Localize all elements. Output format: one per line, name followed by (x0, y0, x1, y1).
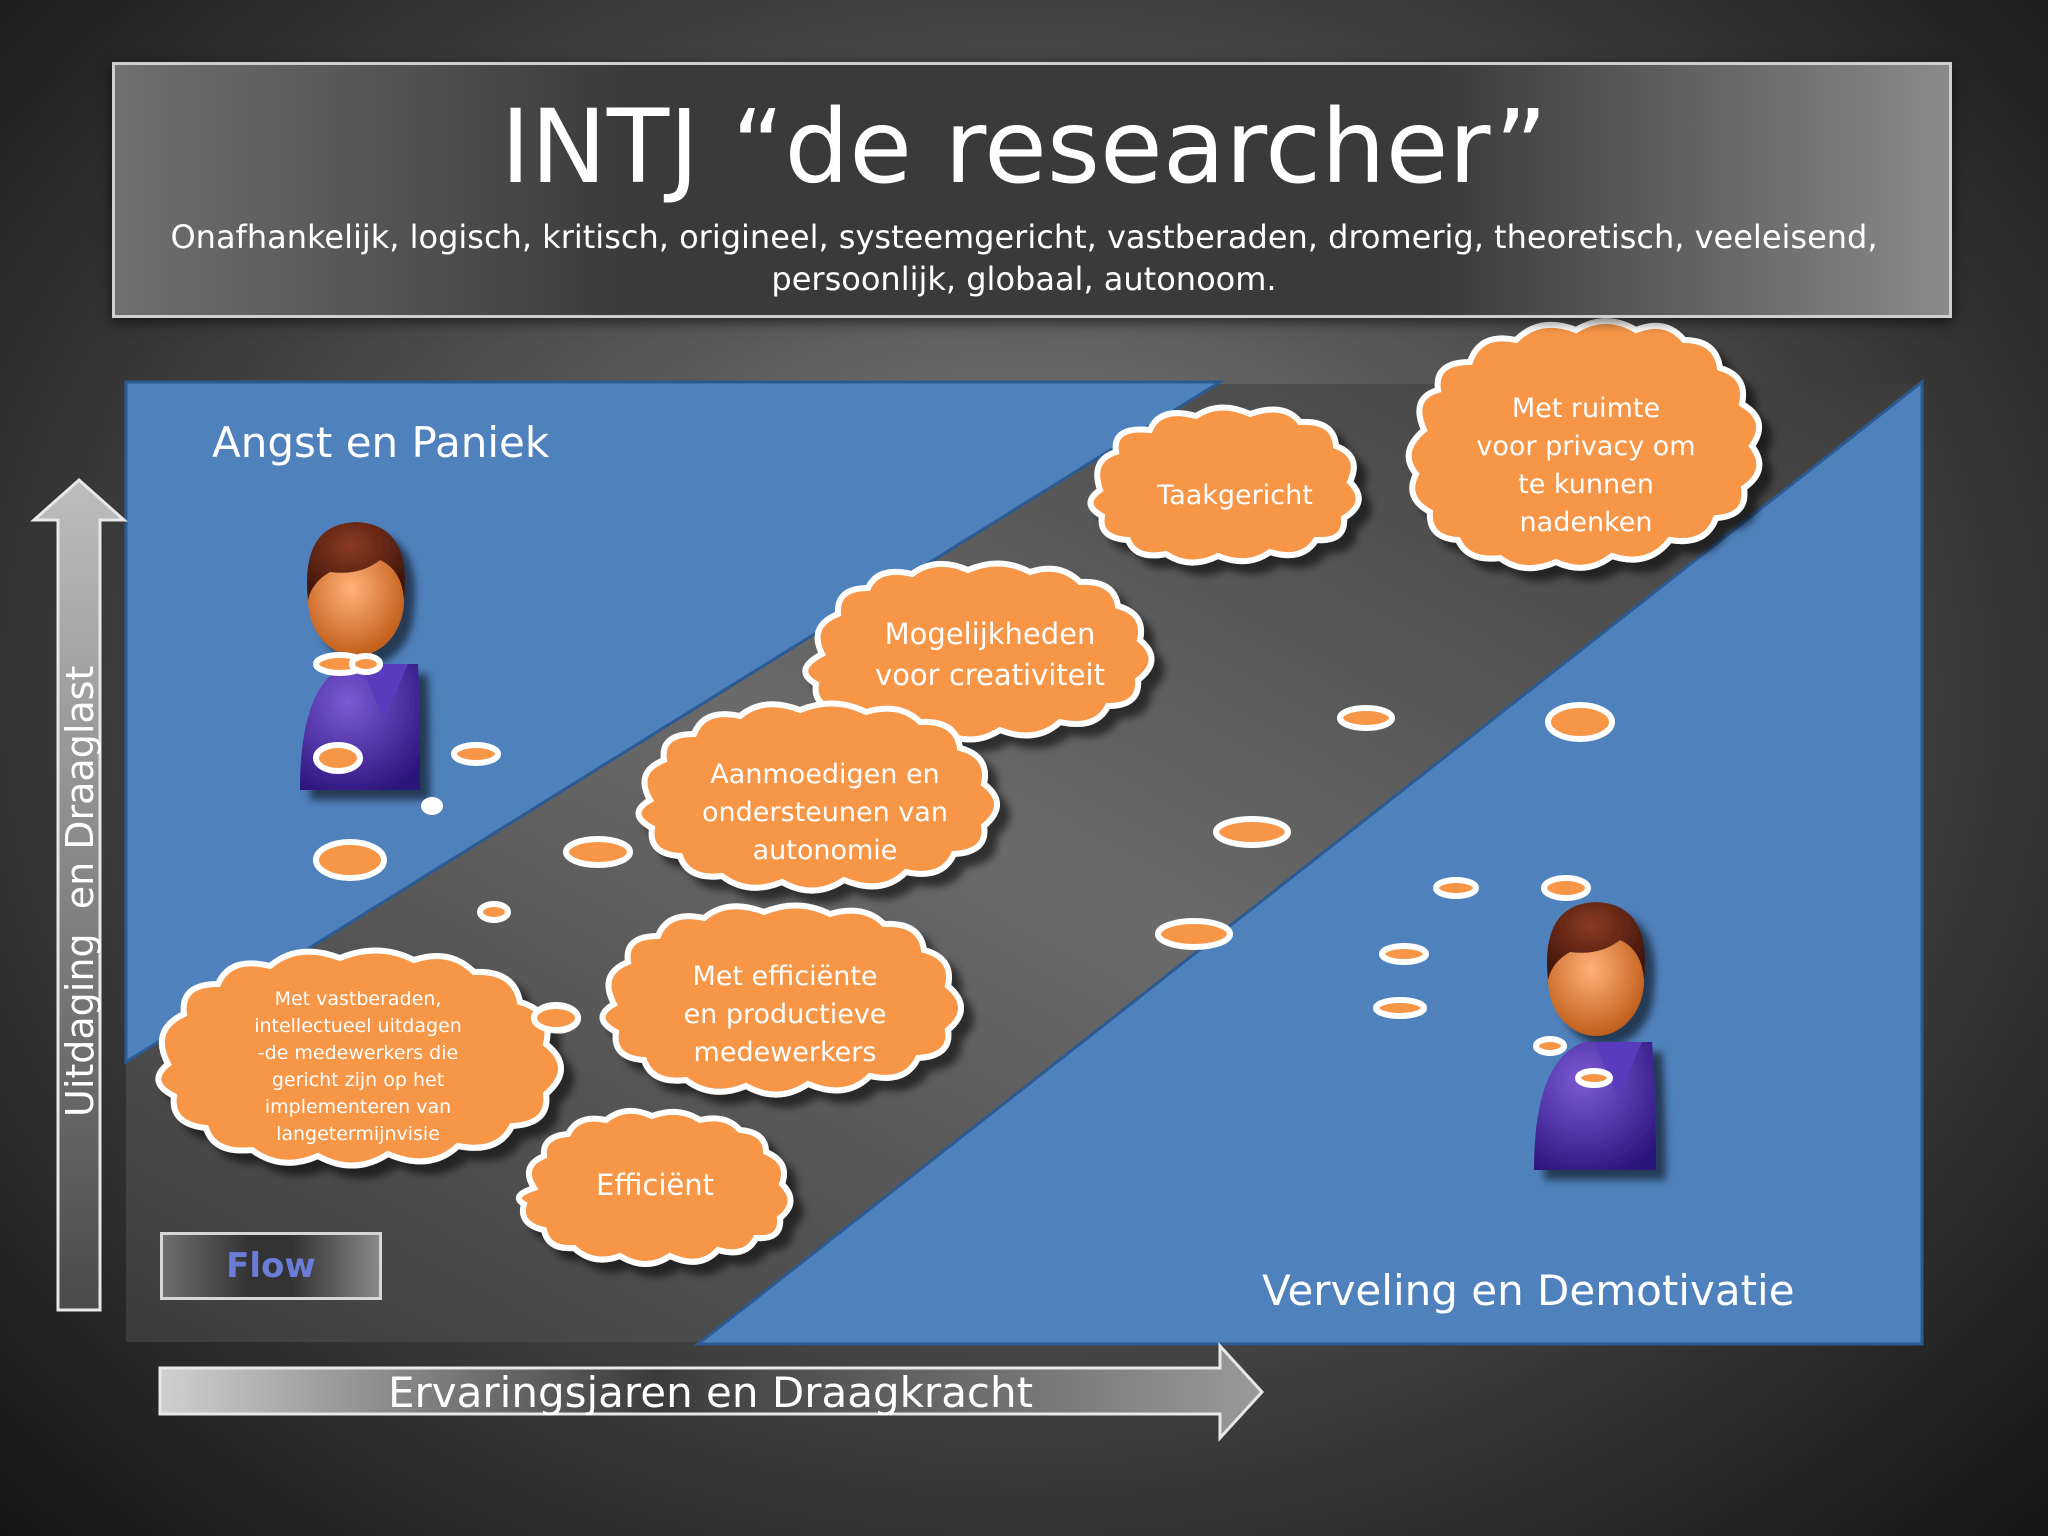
page-subtitle: Onafhankelijk, logisch, kritisch, origin… (170, 218, 1878, 298)
right-arrow-icon (158, 1342, 1265, 1442)
cloud-vastberaden (155, 947, 564, 1169)
person-icon-bored (1534, 902, 1656, 1170)
cloud-privacy (1405, 318, 1763, 571)
cloud-text-vastberaden: Met vastberaden, intellectueel uitdagen … (254, 988, 462, 1145)
cloud-medewerkers (599, 902, 964, 1098)
zone-label-anxiety: Angst en Paniek (212, 418, 550, 467)
cloud-text-autonomie: Aanmoedigen en ondersteunen van autonomi… (702, 759, 948, 866)
cloud-text-efficient: Efficiënt (596, 1168, 714, 1202)
cloud-text-taakgericht: Taakgericht (1157, 479, 1313, 511)
person-icon-anxious (300, 522, 420, 790)
cloud-text-creativiteit: Mogelijkheden voor creativiteit (875, 617, 1105, 692)
flow-label: Flow (160, 1232, 382, 1300)
cloud-text-privacy: Met ruimte voor privacy om te kunnen nad… (1476, 393, 1696, 538)
up-arrow-icon (30, 477, 128, 1312)
cloud-text-medewerkers: Met efficiënte en productieve medewerker… (683, 961, 887, 1068)
cloud-efficient (515, 1107, 794, 1267)
zone-label-boredom: Verveling en Demotivatie (1262, 1266, 1795, 1315)
x-axis-label: Ervaringsjaren en Draagkracht (388, 1368, 1034, 1417)
y-axis-label: Uitdaging en Draaglast (58, 665, 102, 1117)
cloud-shapes (155, 318, 1763, 1267)
cloud-autonomie (635, 700, 1000, 894)
title-box (112, 62, 1952, 318)
page-title: INTJ “de researcher” (500, 88, 1548, 207)
cloud-taakgericht (1087, 404, 1362, 566)
